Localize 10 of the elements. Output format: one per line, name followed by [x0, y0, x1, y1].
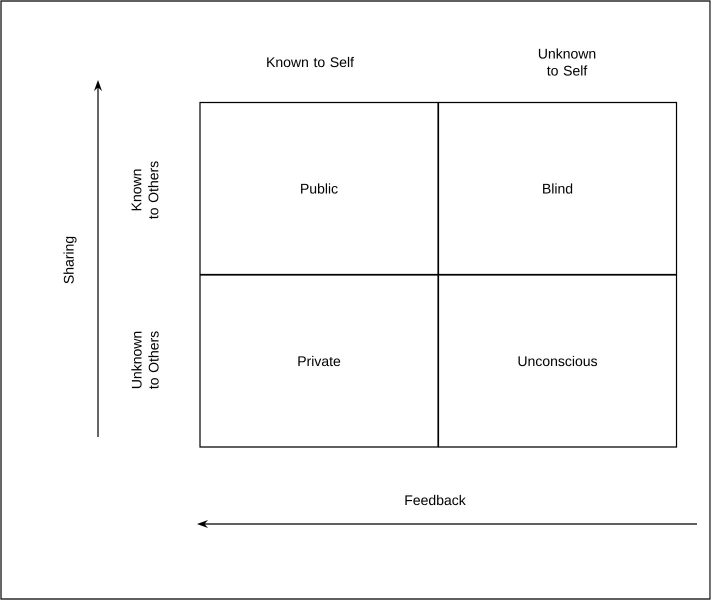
axis-label: Known to Others — [132, 161, 158, 219]
axis-label: Sharing — [63, 236, 77, 284]
grid-cell: Private — [199, 274, 439, 448]
axis-label: Feedback — [405, 494, 466, 506]
grid-cell: Public — [199, 102, 439, 276]
axis-label: Known to Self — [267, 56, 354, 68]
axis-label: Unknown to Self — [538, 48, 596, 76]
axis-label: Unknown to Others — [131, 331, 159, 389]
grid-cell: Unconscious — [438, 274, 678, 448]
grid-cell: Blind — [438, 102, 678, 276]
